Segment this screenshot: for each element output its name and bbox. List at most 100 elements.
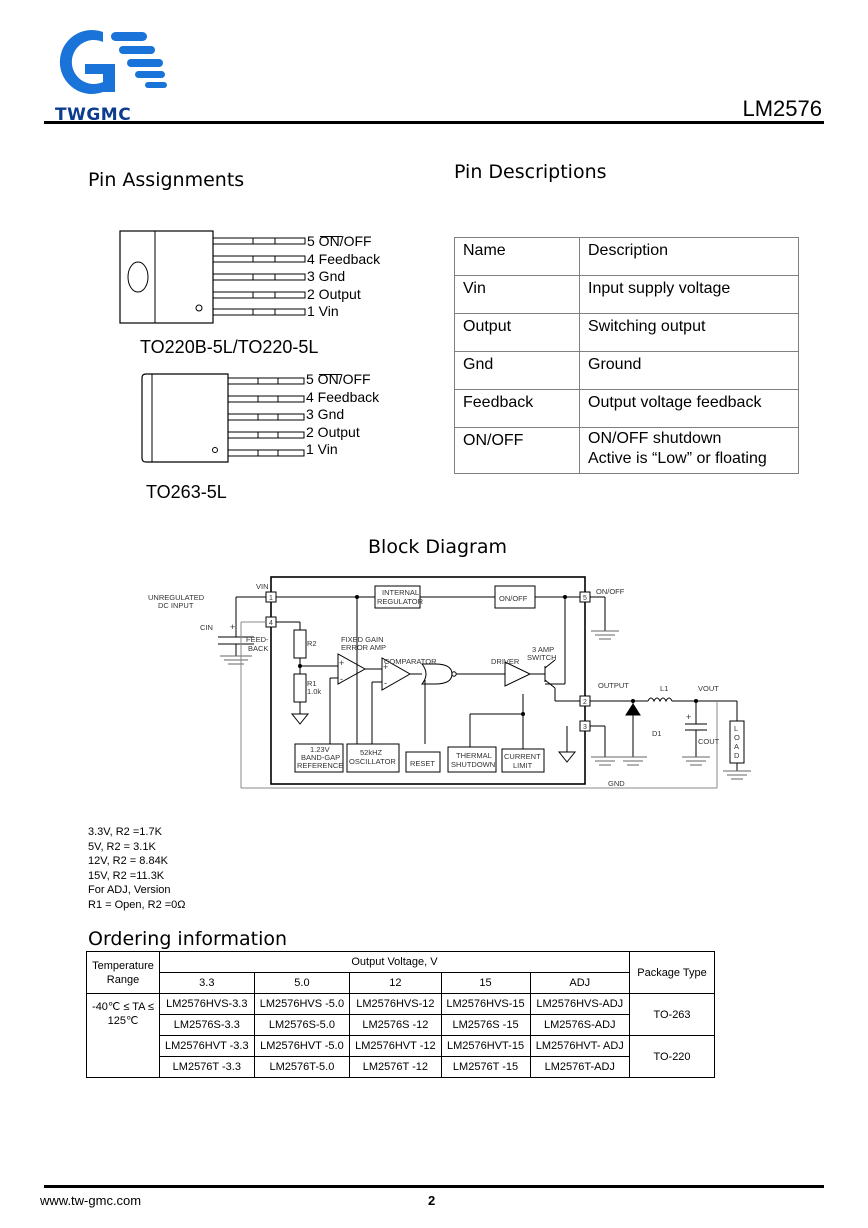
label-oscillator: OSCILLATOR: [349, 757, 396, 766]
pin-assignments-title: Pin Assignments: [88, 169, 245, 191]
output-voltage-header: Output Voltage, V: [159, 951, 630, 973]
pin-label: 4 Feedback: [306, 388, 380, 405]
label-load-d: D: [734, 751, 740, 760]
label-load-o: O: [734, 733, 740, 742]
pin-label: 1 Vin: [306, 441, 338, 457]
company-logo: TWGMC: [45, 26, 175, 125]
pin-description: Output voltage feedback: [579, 389, 799, 428]
pin-descriptions-title: Pin Descriptions: [454, 161, 607, 183]
part-cell: LM2576HVT-15: [440, 1035, 531, 1057]
pin-name: ON/OFF: [454, 427, 580, 474]
voltage-header-cell: 15: [440, 972, 531, 994]
voltage-header-cell: ADJ: [529, 972, 631, 994]
label-minus: -: [384, 678, 387, 688]
pin-description: Input supply voltage: [579, 275, 799, 314]
table-header-cell: Description: [579, 237, 799, 276]
ordering-table: Temperature Range Output Voltage, V Pack…: [86, 951, 715, 1078]
label-shutdown: SHUTDOWN: [451, 760, 495, 769]
logo-mark-icon: [59, 30, 167, 94]
pin-description-line: ON/OFF shutdown: [588, 430, 722, 447]
part-cell: LM2576HVT -3.3: [159, 1035, 255, 1057]
part-cell: LM2576HVS-3.3: [159, 993, 255, 1015]
to220-package-name: TO220B-5L/TO220-5L: [140, 337, 319, 357]
table-header-cell: Name: [454, 237, 580, 276]
pin-label: 2 Output: [306, 423, 360, 440]
label-dc-input: DC INPUT: [158, 601, 194, 610]
part-cell: LM2576HVT- ADJ: [529, 1035, 631, 1057]
table-row: LM2576T -3.3 LM2576T-5.0 LM2576T -12 LM2…: [87, 1056, 715, 1078]
part-cell: LM2576T -3.3: [159, 1056, 255, 1078]
pin-number: 3: [583, 724, 587, 731]
pin-label: 3 Gnd: [306, 406, 345, 422]
label-minus: -: [340, 674, 343, 684]
package-type-header: Package Type: [629, 951, 715, 994]
on-overbar: [319, 374, 341, 375]
note-line: 15V, R2 =11.3K: [88, 869, 165, 882]
to220-package-drawing: [119, 230, 306, 324]
logo-text: TWGMC: [55, 105, 132, 125]
label-limit: LIMIT: [513, 761, 533, 770]
header-rule: [44, 121, 824, 124]
ordering-title: Ordering information: [88, 928, 288, 950]
label-driver: DRIVER: [491, 657, 520, 666]
table-header-row: 3.3 5.0 12 15 ADJ: [87, 972, 715, 994]
label-gnd: GND: [608, 779, 625, 788]
table-row: Feedback Output voltage feedback: [454, 389, 799, 428]
pin-description: ON/OFF shutdown Active is “Low” or float…: [579, 427, 799, 474]
resistor-notes: 3.3V, R2 =1.7K 5V, R2 = 3.1K 12V, R2 = 8…: [88, 825, 186, 912]
table-row: ON/OFF ON/OFF shutdown Active is “Low” o…: [454, 427, 799, 474]
to263-pin-list: 5 ON/OFF 4 Feedback 3 Gnd 2 Output 1 Vin: [306, 371, 379, 459]
label-fixed-gain: FIXED GAIN: [341, 635, 384, 644]
table-row: -40℃ ≤ TA ≤ 125℃ LM2576HVS-3.3 LM2576HVS…: [86, 993, 715, 1078]
part-cell: LM2576T -12: [349, 1056, 442, 1078]
label-unregulated: UNREGULATED: [148, 593, 205, 602]
label-error-amp: ERROR AMP: [341, 643, 386, 652]
part-number: LM2576: [742, 96, 822, 121]
pin-description: Ground: [579, 351, 799, 390]
pin-name: Vin: [454, 275, 580, 314]
label-onoff-box: ON/OFF: [499, 594, 528, 603]
pin-label: 1 Vin: [307, 303, 339, 319]
part-cell: LM2576S-5.0: [253, 1014, 351, 1036]
label-thermal: THERMAL: [456, 751, 492, 760]
part-cell: LM2576HVT -12: [349, 1035, 442, 1057]
table-row: LM2576HVT -3.3 LM2576HVT -5.0 LM2576HVT …: [87, 1035, 715, 1078]
pin-label: 5 ON/OFF: [306, 371, 371, 387]
label-vout: VOUT: [698, 684, 719, 693]
label-l1: L1: [660, 684, 668, 693]
table-row: Output Switching output: [454, 313, 799, 352]
label-r1-value: 1.0k: [307, 687, 321, 696]
label-d1: D1: [652, 729, 662, 738]
table-row: Vin Input supply voltage: [454, 275, 799, 314]
block-diagram-title: Block Diagram: [368, 536, 508, 558]
pin-label: 5 ON/OFF: [307, 233, 372, 249]
pin-name: Gnd: [454, 351, 580, 390]
pin-label: 2 Output: [307, 285, 361, 302]
label-plus: +: [230, 622, 235, 632]
on-overbar: [320, 236, 342, 237]
part-cell: LM2576HVT -5.0: [253, 1035, 351, 1057]
part-cell: LM2576S -12: [349, 1014, 442, 1036]
part-cell: LM2576T-ADJ: [529, 1056, 631, 1078]
pin-label: 4 Feedback: [307, 250, 381, 267]
note-line: 5V, R2 = 3.1K: [88, 840, 156, 853]
voltage-header-cell: 5.0: [253, 972, 351, 994]
pin-label: 3 Gnd: [307, 268, 346, 284]
pin-description-line: Active is “Low” or floating: [588, 450, 767, 467]
pin-name: Feedback: [454, 389, 580, 428]
table-row: Gnd Ground: [454, 351, 799, 390]
pin-number: 5: [583, 595, 587, 602]
pin-number: 1: [269, 595, 273, 602]
label-reset: RESET: [410, 759, 435, 768]
label-cin: CIN: [200, 623, 213, 632]
pin-name: Output: [454, 313, 580, 352]
label-r1: R1: [307, 679, 317, 688]
label-switch: SWITCH: [527, 653, 557, 662]
label-feed: FEED-: [246, 635, 269, 644]
label-cout: COUT: [698, 737, 720, 746]
to263-package-drawing: [141, 373, 305, 463]
footer-rule: [44, 1185, 824, 1188]
label-reference: REFERENCE: [297, 761, 343, 770]
part-cell: LM2576S-3.3: [159, 1014, 255, 1036]
to263-package-name: TO263-5L: [146, 482, 227, 502]
